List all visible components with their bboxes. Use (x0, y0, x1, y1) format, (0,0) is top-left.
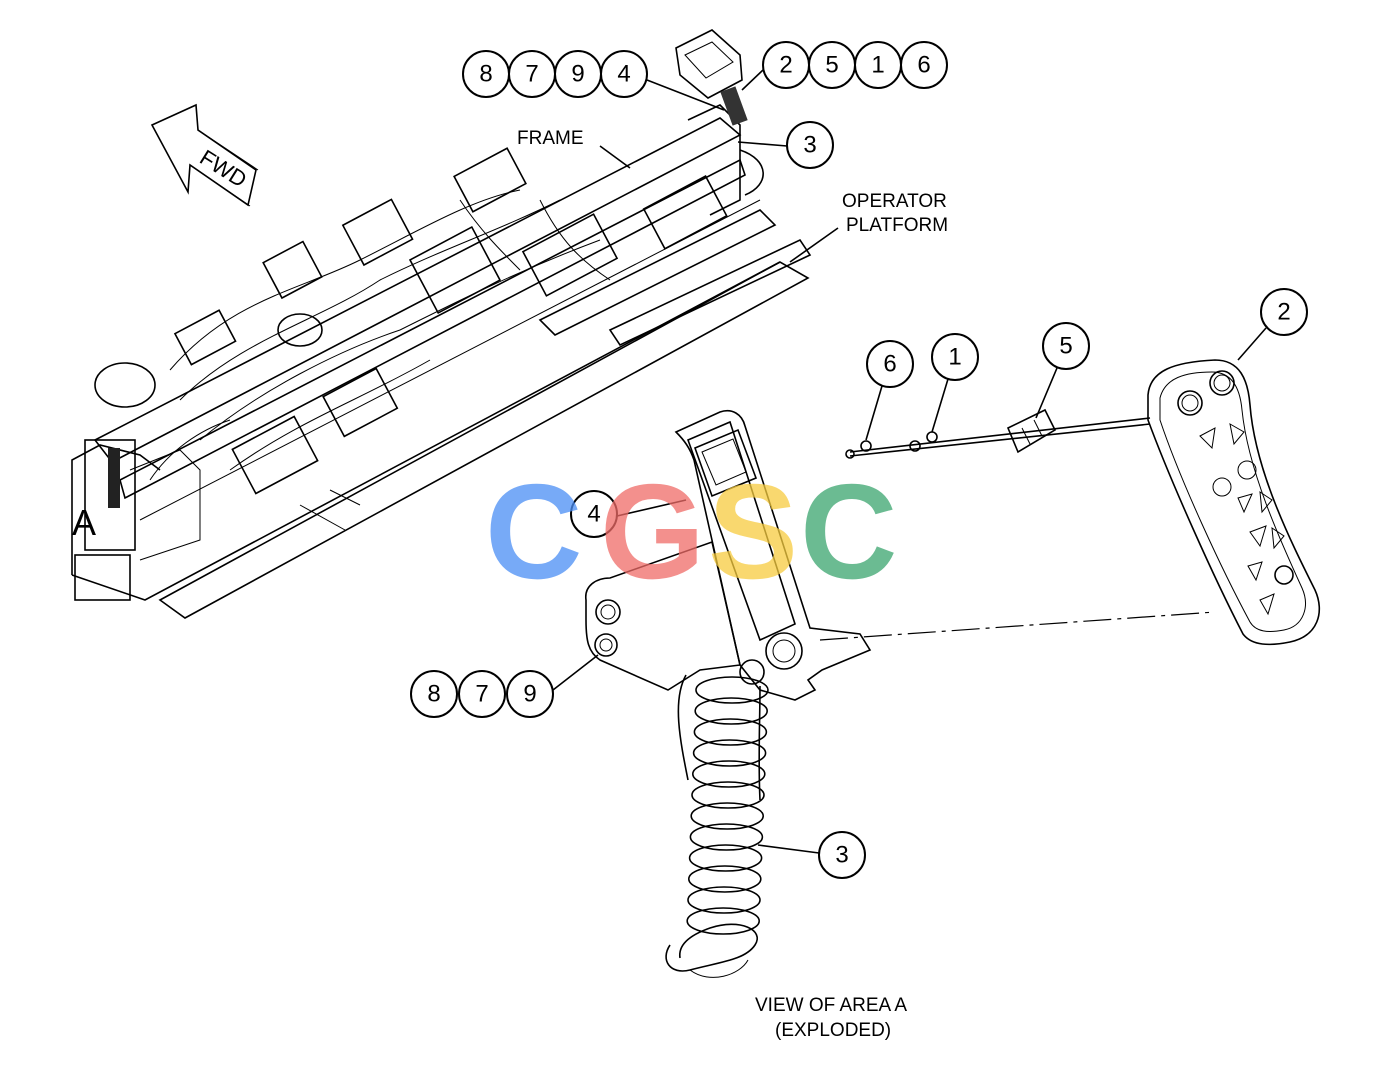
cable-coil-ring (689, 823, 764, 851)
callout-washer: 1 (931, 333, 979, 433)
callout-bubble: 1 (931, 333, 979, 381)
view-caption-line1: VIEW OF AREA A (755, 995, 907, 1016)
callout-bubble: 9 (506, 670, 554, 718)
cable-coil-ring (692, 739, 767, 767)
svg-text:5: 5 (1059, 333, 1072, 360)
cable-coil-ring (687, 886, 761, 914)
callout-bubble: 3 (786, 121, 834, 169)
bolt-washer-clip-assembly (845, 408, 1151, 459)
callout-bubble: 5 (1042, 322, 1090, 370)
cable-coil-ring (693, 718, 768, 746)
callout-group-top-right: 2 5 1 6 (741, 41, 948, 91)
fwd-arrow: FWD (150, 103, 259, 207)
svg-text:6: 6 (917, 52, 930, 79)
pendant-thumbnail (675, 29, 748, 126)
callout-bubble: 4 (600, 50, 648, 98)
remote-pendant (1147, 359, 1320, 646)
callout-coil-cable: 3 (757, 831, 866, 879)
callout-bubble: 9 (554, 50, 602, 98)
callout-bubble: 6 (866, 340, 914, 388)
svg-text:3: 3 (803, 132, 816, 159)
callout-pendant: 2 (1237, 288, 1308, 361)
svg-text:7: 7 (475, 681, 488, 708)
svg-text:1: 1 (871, 52, 884, 79)
area-a-marker: A (72, 502, 96, 543)
callout-bubble: 7 (508, 50, 556, 98)
svg-text:1: 1 (948, 344, 961, 371)
frame-label: FRAME (517, 128, 584, 149)
svg-text:9: 9 (523, 681, 536, 708)
callout-clip: 5 (1035, 322, 1090, 419)
svg-text:3: 3 (835, 842, 848, 869)
view-caption-line2: (EXPLODED) (775, 1020, 891, 1041)
svg-text:6: 6 (883, 351, 896, 378)
callout-bubble: 5 (808, 41, 856, 89)
svg-text:8: 8 (479, 61, 492, 88)
callout-group-top-left: 8 7 9 4 (462, 50, 725, 111)
machine-frame-drawing: A (71, 104, 812, 619)
callout-bolt: 6 (865, 340, 914, 441)
handle-mount (585, 410, 872, 701)
svg-text:2: 2 (779, 52, 792, 79)
callout-bubble: 8 (410, 670, 458, 718)
cable-coil-ring (694, 697, 769, 725)
cable-coil-ring (688, 844, 763, 872)
watermark-letter: S (708, 456, 798, 607)
callout-bubble: 4 (570, 490, 618, 538)
callout-bubble: 6 (900, 41, 948, 89)
svg-text:7: 7 (525, 61, 538, 88)
watermark-letter: C (800, 456, 898, 607)
svg-text:8: 8 (427, 681, 440, 708)
callout-bubble: 3 (818, 831, 866, 879)
cable-coil-ring (690, 802, 765, 830)
watermark-letter: C (485, 456, 583, 607)
svg-text:2: 2 (1277, 299, 1290, 326)
callout-bubble: 8 (462, 50, 510, 98)
operator-platform-label-line2: PLATFORM (846, 215, 948, 236)
svg-text:5: 5 (825, 52, 838, 79)
svg-text:4: 4 (617, 61, 630, 88)
svg-text:4: 4 (587, 501, 600, 528)
svg-text:9: 9 (571, 61, 584, 88)
coiled-cable (665, 674, 769, 978)
callout-bubble: 7 (458, 670, 506, 718)
cable-coil-ring (691, 781, 765, 809)
callout-bubble: 2 (1260, 288, 1308, 336)
alignment-line (819, 611, 1216, 641)
callout-top-cable: 3 (737, 121, 834, 169)
fwd-label: FWD (195, 145, 251, 193)
callout-group-mount: 8 7 9 (410, 654, 599, 718)
callout-bubble: 1 (854, 41, 902, 89)
cable-coil-ring (695, 676, 769, 704)
frame-leader (599, 145, 631, 169)
cable-coil-ring (687, 865, 762, 893)
operator-platform-leader (789, 227, 839, 263)
callout-bubble: 2 (762, 41, 810, 89)
cable-coil-ring (686, 907, 761, 935)
watermark-logo: C G S C (485, 456, 898, 607)
watermark-letter: G (600, 456, 705, 607)
cable-coil-ring (691, 760, 766, 788)
operator-platform-label-line1: OPERATOR (842, 191, 947, 212)
callout-handle: 4 (570, 490, 687, 538)
